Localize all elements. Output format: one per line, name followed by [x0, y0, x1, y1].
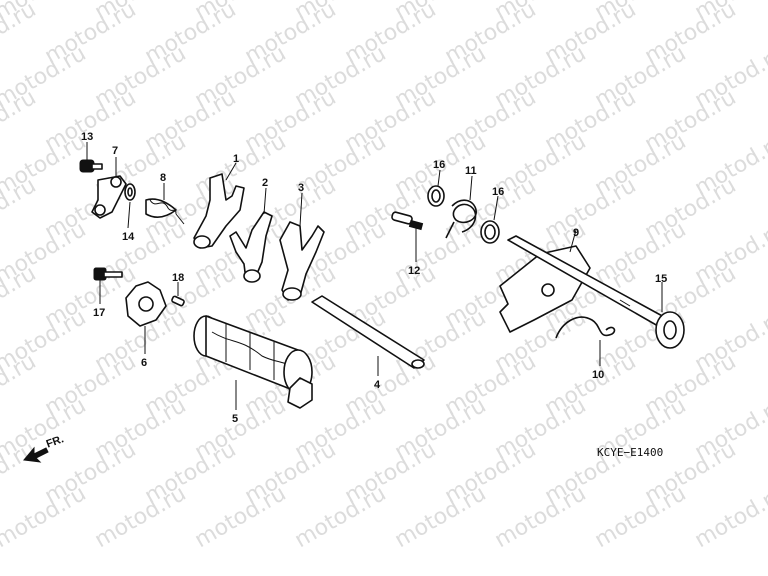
- part-drum-plate-6: [125, 281, 167, 327]
- part-circlip-16-b: [480, 220, 500, 244]
- part-bolt-17: [93, 267, 123, 281]
- watermark-text: motod.ru: [691, 481, 768, 553]
- part-gearshift-spindle-9: [499, 235, 667, 333]
- callout-labels: 13 7 8 14 1 2 3 4 5 6 17 18 12 16 11 16 …: [81, 131, 667, 425]
- watermark-text: motod.ru: [191, 481, 291, 553]
- callout-14: 14: [122, 231, 135, 243]
- callout-15: 15: [655, 273, 667, 285]
- part-bolt-12: [391, 211, 424, 231]
- callout-1: 1: [233, 153, 239, 165]
- part-shift-drum-5: [193, 315, 313, 409]
- callout-17: 17: [93, 307, 105, 319]
- part-circlip-16-a: [427, 185, 445, 207]
- callout-11: 11: [465, 165, 477, 177]
- callout-leaders: [86, 142, 663, 410]
- watermark-text: motod.ru: [591, 481, 691, 553]
- callout-12: 12: [408, 265, 420, 277]
- callout-13: 13: [81, 131, 93, 143]
- part-return-spring-11: [445, 199, 477, 239]
- callout-10: 10: [592, 369, 604, 381]
- part-bolt-13: [79, 159, 103, 173]
- watermark-text: motod.ru: [0, 0, 40, 69]
- callout-4: 4: [374, 379, 381, 391]
- callout-16-b: 16: [492, 186, 504, 198]
- part-stopper-arm-7: [91, 175, 127, 219]
- part-spring-10: [555, 316, 616, 339]
- front-direction-label: FR.: [45, 433, 66, 450]
- part-shift-fork-1: [193, 173, 245, 249]
- callout-18: 18: [172, 272, 184, 284]
- callout-8: 8: [160, 172, 166, 184]
- watermark-text: motod.ru: [91, 481, 191, 553]
- front-direction-arrow-icon: [23, 446, 49, 463]
- callout-16-a: 16: [433, 159, 445, 171]
- part-shift-fork-3: [279, 221, 325, 301]
- part-fork-shaft-4: [311, 295, 425, 369]
- callout-7: 7: [112, 145, 118, 157]
- part-shift-fork-2: [229, 211, 273, 283]
- watermark-text: motod.ru: [291, 481, 391, 553]
- callout-3: 3: [298, 182, 304, 194]
- part-oil-seal-15: [655, 311, 685, 349]
- part-pin-18: [171, 295, 185, 307]
- callout-5: 5: [232, 413, 238, 425]
- callout-9: 9: [573, 227, 579, 239]
- part-spring-8: [145, 198, 185, 225]
- watermark-text: motod.ru: [391, 481, 491, 553]
- front-direction-indicator: FR.: [23, 433, 66, 463]
- diagram-code: KCYE−E1400: [597, 446, 663, 459]
- part-washer-14: [124, 183, 136, 201]
- watermark-text: motod.ru: [491, 481, 591, 553]
- callout-6: 6: [141, 357, 147, 369]
- callout-2: 2: [262, 177, 268, 189]
